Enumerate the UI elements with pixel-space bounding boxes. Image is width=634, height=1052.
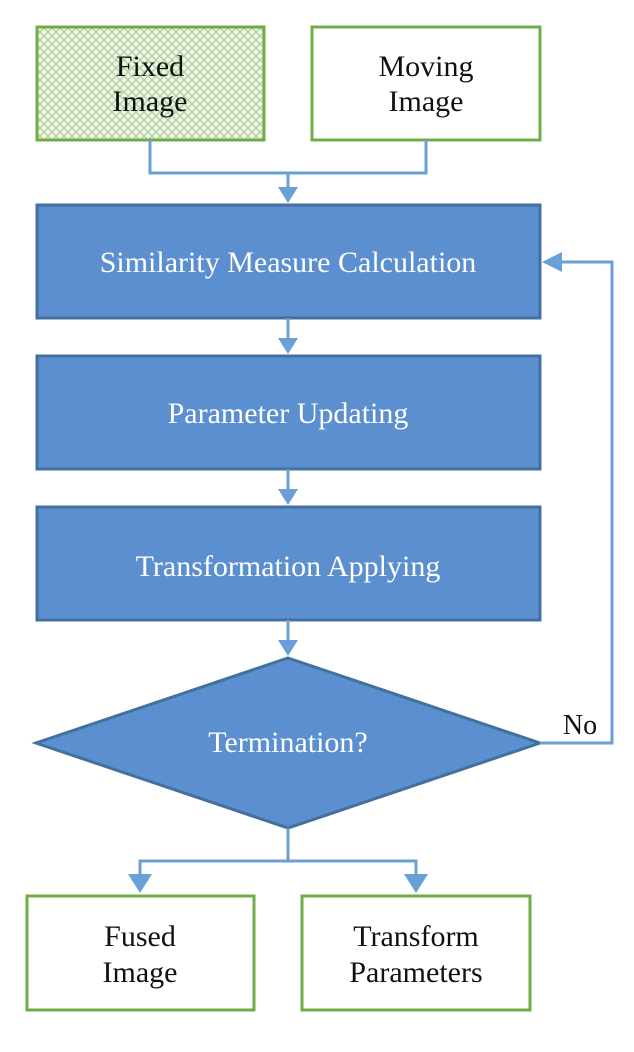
transform-params-line2: Parameters bbox=[349, 956, 482, 989]
arrowhead-to-termination bbox=[278, 640, 298, 656]
transform-parameters-node: Transform Parameters bbox=[300, 894, 532, 1012]
transformation-node: Transformation Applying bbox=[35, 505, 542, 622]
moving-image-node: Moving Image bbox=[310, 25, 542, 142]
arrowhead-to-transform-params bbox=[404, 874, 428, 893]
input-merge-connector bbox=[148, 140, 428, 189]
arrowhead-to-parameter bbox=[278, 338, 298, 354]
output-branch-connector bbox=[138, 828, 418, 876]
fixed-image-node: Fixed Image bbox=[35, 25, 266, 142]
termination-label: Termination? bbox=[208, 726, 368, 759]
similarity-node: Similarity Measure Calculation bbox=[35, 203, 542, 320]
moving-image-line2: Image bbox=[389, 85, 464, 118]
no-loop-connector bbox=[540, 260, 614, 745]
similarity-label: Similarity Measure Calculation bbox=[100, 246, 477, 279]
parameter-label: Parameter Updating bbox=[168, 397, 409, 430]
fused-image-line1: Fused bbox=[104, 920, 176, 953]
transform-params-line1: Transform bbox=[353, 920, 479, 953]
fixed-image-line1: Fixed bbox=[116, 50, 184, 83]
moving-image-line1: Moving bbox=[378, 50, 473, 83]
arrowhead-to-similarity bbox=[278, 187, 298, 203]
fused-image-line2: Image bbox=[103, 956, 178, 989]
arrowhead-to-transformation bbox=[278, 489, 298, 505]
arrowhead-to-similarity-loop bbox=[542, 252, 562, 272]
parameter-node: Parameter Updating bbox=[35, 354, 542, 471]
fixed-image-line2: Image bbox=[113, 85, 188, 118]
fused-image-node: Fused Image bbox=[25, 894, 256, 1012]
no-edge-label: No bbox=[563, 710, 597, 741]
transformation-label: Transformation Applying bbox=[136, 550, 441, 583]
termination-decision: Termination? bbox=[31, 656, 545, 830]
arrowhead-to-fused bbox=[128, 874, 152, 893]
